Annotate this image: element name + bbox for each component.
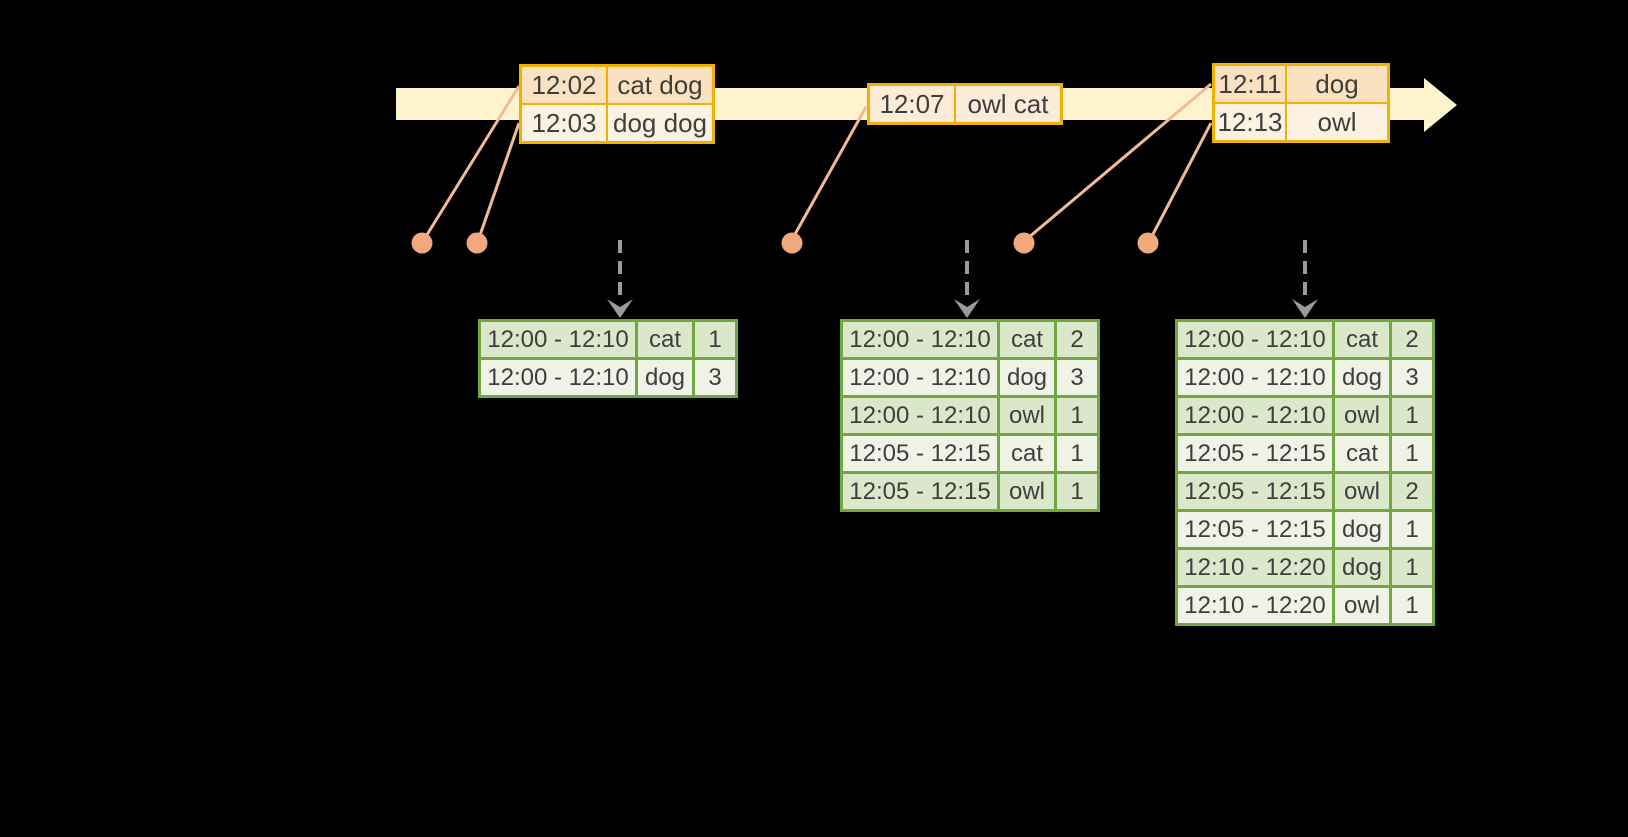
trigger-arrow-icon xyxy=(607,299,633,318)
event-time-cell: 12:11 xyxy=(1212,63,1287,104)
window-cell: 12:00 - 12:10 xyxy=(1175,395,1335,436)
animal-cell: cat xyxy=(1332,433,1392,474)
window-cell: 12:00 - 12:10 xyxy=(478,319,638,360)
count-cell: 1 xyxy=(1389,547,1435,588)
count-cell: 2 xyxy=(1389,471,1435,512)
event-time-cell: 12:02 xyxy=(519,64,608,105)
trigger-arrow-icon xyxy=(1292,299,1318,318)
window-cell: 12:05 - 12:15 xyxy=(840,471,1000,512)
event-dot xyxy=(1013,232,1035,254)
window-cell: 12:05 - 12:15 xyxy=(1175,471,1335,512)
event-words-cell: owl xyxy=(1285,102,1390,143)
event-dot xyxy=(1137,232,1159,254)
event-time-cell: 12:13 xyxy=(1212,102,1287,143)
animal-cell: cat xyxy=(997,433,1057,474)
event-words-cell: dog xyxy=(1285,63,1390,104)
animal-cell: dog xyxy=(1332,509,1392,550)
event-words-cell: dog dog xyxy=(606,103,715,144)
window-cell: 12:00 - 12:10 xyxy=(840,395,1000,436)
animal-cell: owl xyxy=(1332,395,1392,436)
event-dot xyxy=(781,232,803,254)
animal-cell: owl xyxy=(997,395,1057,436)
count-cell: 3 xyxy=(1389,357,1435,398)
window-cell: 12:00 - 12:10 xyxy=(840,357,1000,398)
connector-line xyxy=(792,106,868,237)
animal-cell: dog xyxy=(1332,547,1392,588)
event-dots xyxy=(411,232,1159,254)
trigger-arrow-icon xyxy=(954,299,980,318)
count-cell: 1 xyxy=(1389,395,1435,436)
animal-cell: owl xyxy=(997,471,1057,512)
count-cell: 1 xyxy=(1389,585,1435,626)
count-cell: 1 xyxy=(1054,395,1100,436)
animal-cell: owl xyxy=(1332,585,1392,626)
animal-cell: owl xyxy=(1332,471,1392,512)
animal-cell: cat xyxy=(1332,319,1392,360)
count-cell: 1 xyxy=(692,319,738,360)
event-words-cell: owl cat xyxy=(954,83,1063,125)
connector-line xyxy=(477,122,521,239)
animal-cell: dog xyxy=(635,357,695,398)
window-cell: 12:00 - 12:10 xyxy=(1175,357,1335,398)
event-words-cell: cat dog xyxy=(606,64,715,105)
count-cell: 3 xyxy=(1054,357,1100,398)
animal-cell: cat xyxy=(635,319,695,360)
window-cell: 12:00 - 12:10 xyxy=(478,357,638,398)
connector-line xyxy=(1149,122,1213,239)
event-dot xyxy=(411,232,433,254)
count-cell: 1 xyxy=(1389,509,1435,550)
count-cell: 1 xyxy=(1054,433,1100,474)
count-cell: 3 xyxy=(692,357,738,398)
count-cell: 2 xyxy=(1389,319,1435,360)
window-cell: 12:00 - 12:10 xyxy=(1175,319,1335,360)
event-time-cell: 12:07 xyxy=(867,83,956,125)
animal-cell: cat xyxy=(997,319,1057,360)
window-cell: 12:00 - 12:10 xyxy=(840,319,1000,360)
window-cell: 12:05 - 12:15 xyxy=(1175,509,1335,550)
count-cell: 1 xyxy=(1054,471,1100,512)
animal-cell: dog xyxy=(997,357,1057,398)
count-cell: 2 xyxy=(1054,319,1100,360)
window-cell: 12:05 - 12:15 xyxy=(1175,433,1335,474)
event-dot xyxy=(466,232,488,254)
trigger-arrows xyxy=(607,240,1318,318)
animal-cell: dog xyxy=(1332,357,1392,398)
window-cell: 12:10 - 12:20 xyxy=(1175,547,1335,588)
event-time-cell: 12:03 xyxy=(519,103,608,144)
window-cell: 12:10 - 12:20 xyxy=(1175,585,1335,626)
count-cell: 1 xyxy=(1389,433,1435,474)
timeline-arrow-icon xyxy=(1424,78,1457,132)
window-cell: 12:05 - 12:15 xyxy=(840,433,1000,474)
